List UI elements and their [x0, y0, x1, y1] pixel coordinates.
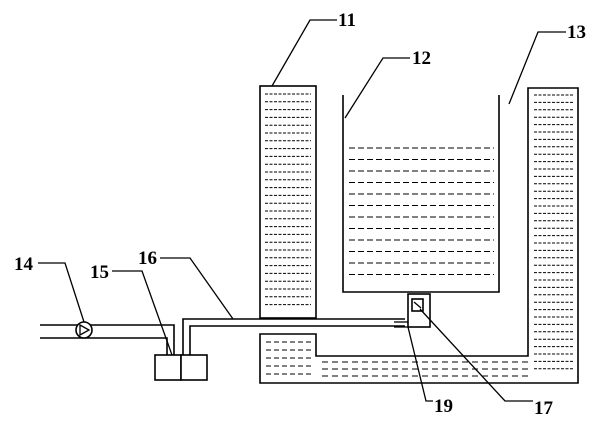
valve-core: [411, 298, 424, 312]
component-15-boxes: [154, 354, 208, 381]
column-11-hatching: [265, 93, 311, 306]
label-11: 11: [338, 10, 356, 31]
box-15-left: [154, 354, 182, 381]
label-16: 16: [138, 248, 157, 269]
leader-16: [160, 257, 234, 320]
label-14: 14: [14, 254, 34, 275]
component-13-u-vessel: [259, 87, 579, 384]
label-19: 19: [434, 396, 453, 417]
number-labels: 11 12 13 14 15 16 17 19: [14, 10, 586, 419]
component-12-tank: [342, 95, 500, 293]
inlet-pipe: [40, 324, 175, 355]
leader-13: [508, 31, 566, 105]
component-16-pipe: [182, 318, 405, 355]
valve-assembly: [394, 293, 431, 328]
label-17: 17: [534, 398, 554, 419]
leader-lines: [38, 19, 566, 402]
component-11-column: [259, 85, 317, 319]
label-12: 12: [412, 48, 431, 69]
leader-12: [344, 57, 410, 119]
label-15: 15: [90, 262, 109, 283]
leader-19: [407, 326, 433, 402]
valve-housing: [407, 293, 431, 328]
leader-15: [112, 270, 173, 356]
component-14-pump: [75, 321, 93, 339]
label-13: 13: [567, 22, 586, 43]
box-15-right: [180, 354, 208, 381]
tank-12-hatching: [349, 147, 494, 275]
leader-17: [419, 308, 533, 402]
u-vessel-13-hatching: [266, 94, 574, 377]
leader-14: [38, 262, 85, 323]
leader-11: [271, 19, 337, 87]
